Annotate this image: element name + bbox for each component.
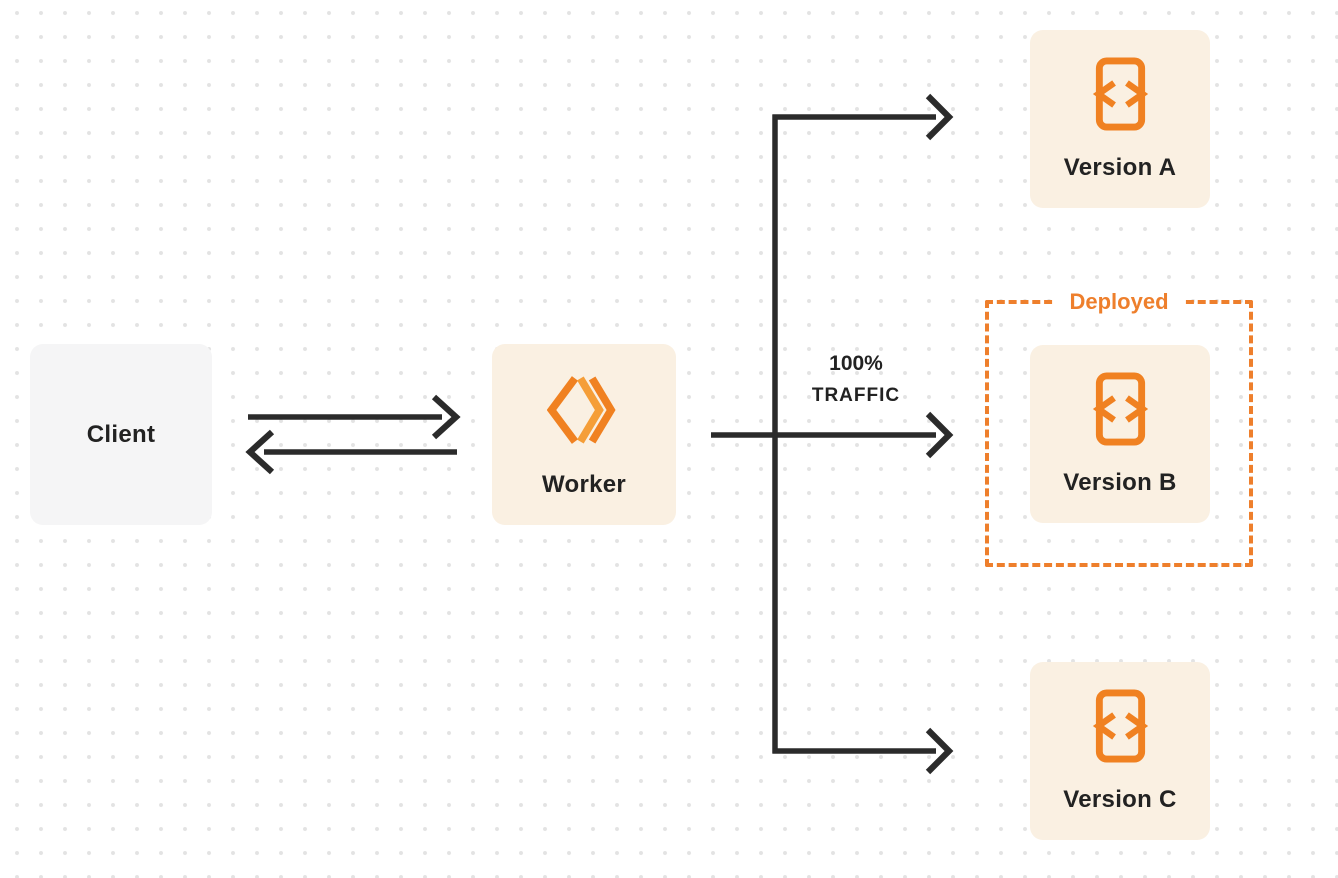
worker-label: Worker	[541, 470, 627, 498]
arrow-worker-to-version-b	[711, 411, 954, 459]
code-file-icon	[1092, 371, 1149, 447]
deployed-group-outline: Deployed	[985, 287, 1253, 567]
version-b-node: Version B	[1030, 345, 1210, 523]
traffic-percent: 100%	[829, 352, 883, 375]
cloudflare-workers-icon	[546, 371, 621, 449]
version-a-label: Version A	[1063, 154, 1177, 181]
traffic-word: TRAFFIC	[811, 385, 901, 406]
client-label: Client	[86, 420, 156, 448]
version-a-node: Version A	[1030, 30, 1210, 208]
version-b-label: Version B	[1063, 469, 1177, 496]
version-c-node: Version C	[1030, 662, 1210, 840]
arrow-client-to-worker	[248, 394, 461, 440]
arrow-branch-to-version-c	[772, 727, 954, 775]
arrow-branch-to-version-a	[772, 93, 954, 141]
deployed-label: Deployed	[1055, 287, 1183, 317]
client-node: Client	[30, 344, 212, 525]
worker-node: Worker	[492, 344, 676, 525]
code-file-icon	[1092, 688, 1149, 764]
version-c-label: Version C	[1063, 786, 1177, 813]
traffic-label: 100% TRAFFIC	[786, 352, 926, 407]
code-file-icon	[1092, 56, 1149, 132]
arrow-worker-to-client	[245, 429, 457, 475]
